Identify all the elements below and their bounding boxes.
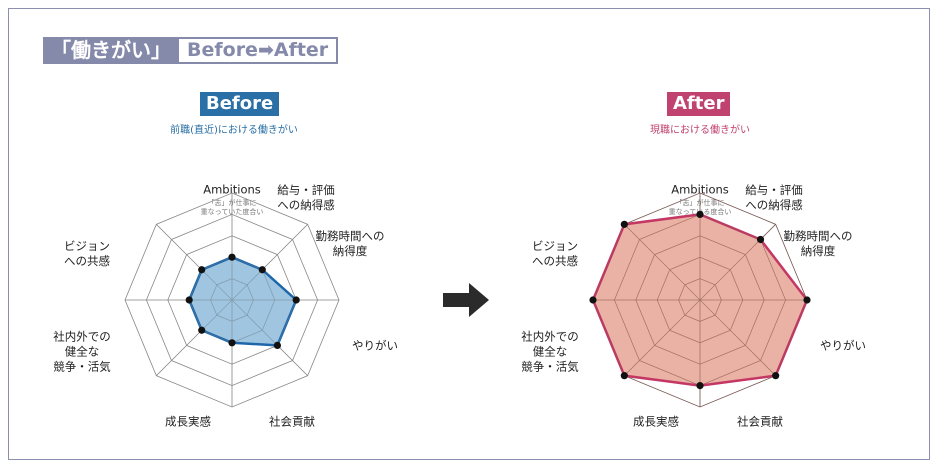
axis-spoke-overlay: [156, 299, 233, 376]
axis-label-growth: 成長実感: [633, 414, 679, 429]
data-point-social: [228, 339, 236, 347]
axis-label-competition: 社内外での健全な競争・活気: [53, 329, 111, 374]
axis-label-salary: 給与・評価への納得感: [277, 183, 335, 212]
after-caption: 現職における働きがい: [650, 125, 750, 136]
axis-label-rewarding: やりがい: [820, 338, 866, 353]
data-point-salary: [756, 235, 765, 244]
title-sub: Before➡After: [179, 37, 339, 64]
axis-spoke-overlay: [231, 224, 308, 301]
data-point-hours: [292, 296, 300, 304]
before-badge: Before: [200, 92, 280, 116]
axis-spoke-overlay: [699, 299, 776, 376]
before-caption: 前職(直近)における働きがい: [170, 125, 298, 136]
title-banner: 「働きがい」 Before➡After: [43, 37, 339, 64]
data-point-ambitions: [228, 253, 236, 261]
right-arrow-icon: [443, 283, 489, 317]
data-point-growth: [198, 326, 206, 334]
axis-spoke-overlay: [156, 224, 233, 301]
axis-spoke-overlay: [624, 299, 701, 376]
data-point-growth: [620, 372, 628, 380]
axis-label-growth: 成長実感: [165, 414, 211, 429]
axis-label-social: 社会貢献: [737, 414, 783, 429]
axis-label-hours: 勤務時間への納得度: [315, 229, 385, 258]
data-point-rewarding: [772, 372, 780, 380]
data-point-hours: [803, 296, 811, 304]
axis-label-rewarding: やりがい: [352, 338, 398, 353]
axis-label-ambitions: Ambitions: [203, 182, 261, 197]
data-point-vision: [620, 220, 628, 228]
axis-label-hours: 勤務時間への納得度: [783, 229, 853, 258]
data-point-competition: [185, 296, 193, 304]
axis-label-vision: ビジョンへの共感: [532, 239, 578, 268]
axis-spoke-overlay: [624, 224, 701, 301]
after-badge: After: [667, 92, 731, 116]
data-point-rewarding: [273, 341, 281, 349]
axis-label-salary: 給与・評価への納得感: [745, 183, 803, 212]
figure-frame: [8, 8, 930, 460]
data-point-competition: [589, 296, 597, 304]
axis-label-vision: ビジョンへの共感: [64, 239, 110, 268]
before-radar-chart: [124, 192, 340, 408]
data-point-salary: [258, 266, 266, 274]
axis-label-social: 社会貢献: [269, 414, 315, 429]
title-main: 「働きがい」: [43, 37, 179, 64]
data-point-vision: [198, 266, 206, 274]
after-radar-chart: [589, 192, 811, 408]
axis-label-competition: 社内外での健全な競争・活気: [521, 329, 579, 374]
axis-label-ambitions: Ambitions: [671, 182, 729, 197]
data-point-social: [696, 382, 704, 390]
axis-spoke-overlay: [231, 299, 308, 376]
data-point-ambitions: [696, 210, 704, 218]
